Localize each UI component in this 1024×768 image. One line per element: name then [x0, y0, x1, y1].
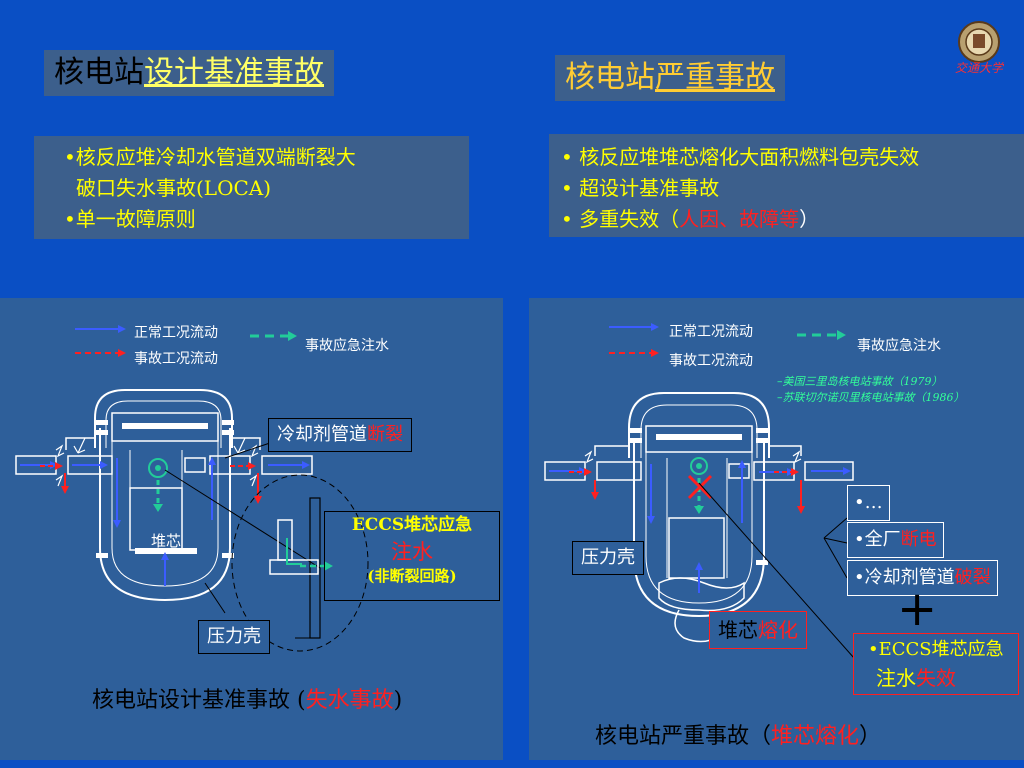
eccs-failure-item: •ECCS堆芯应急 注水失效 [853, 633, 1019, 695]
legend-emergency-arrow [797, 330, 846, 340]
left-title-underlined: 设计基准事故 [144, 55, 324, 90]
right-diagram-panel: 正常工况流动 事故工况流动 事故应急注水 –美国三里岛核电站事故（1979） –… [529, 298, 1024, 760]
left-reactor-schematic [15, 325, 369, 652]
right-reactor-schematic [544, 323, 855, 659]
left-bullet-2: •单一故障原则 [64, 207, 196, 231]
university-emblem-icon: 交通大学 [950, 18, 1008, 76]
legend-emergency-arrow [250, 331, 297, 341]
right-bullets: • 核反应堆堆芯熔化大面积燃料包壳失效 • 超设计基准事故 • 多重失效（人因、… [549, 134, 1024, 237]
pipe-rupture-item: •冷却剂管道破裂 [847, 560, 998, 596]
pipe-break-label: 冷却剂管道断裂 [268, 418, 412, 452]
legend-accident-arrow [609, 349, 659, 357]
left-caption: 核电站设计基准事故 (失水事故) [92, 688, 403, 713]
right-title-underlined: 严重事故 [655, 60, 775, 95]
left-title: 核电站设计基准事故 [44, 50, 334, 96]
right-caption: 核电站严重事故（堆芯熔化） [595, 724, 882, 749]
legend-emergency-label: 事故应急注水 [857, 338, 941, 354]
station-blackout-item: •全厂断电 [847, 522, 944, 558]
legend-normal-arrow [609, 323, 659, 331]
pressure-vessel-label: 压力壳 [198, 620, 270, 654]
core-label: 堆芯 [151, 532, 182, 550]
right-title: 核电站严重事故 [555, 55, 785, 101]
eccs-injection-box: ECCS堆芯应急 注水 (非断裂回路) [324, 511, 500, 601]
pressure-vessel-label: 压力壳 [572, 541, 644, 575]
legend-normal-label: 正常工况流动 [669, 324, 753, 340]
chernobyl-event-note: –苏联切尔诺贝里核电站事故（1986） [777, 391, 965, 404]
legend-normal-arrow [75, 325, 126, 333]
left-bullet-1-cont: 破口失水事故(LOCA) [76, 176, 272, 200]
svg-text:交通大学: 交通大学 [955, 61, 1005, 75]
left-bullet-1: •核反应堆冷却水管道双端断裂大 [64, 145, 356, 169]
core-melt-label: 堆芯熔化 [709, 611, 807, 649]
legend-normal-label: 正常工况流动 [134, 325, 218, 341]
legend-accident-arrow [75, 349, 126, 357]
left-title-prefix: 核电站 [54, 55, 144, 90]
right-bullet-1: • 核反应堆堆芯熔化大面积燃料包壳失效 [561, 145, 920, 169]
left-diagram-panel: 正常工况流动 事故工况流动 事故应急注水 冷却剂管道断裂 堆芯 压力壳 ECCS… [0, 298, 503, 760]
plus-sign: + [897, 581, 938, 637]
other-failures-item: •… [847, 485, 890, 521]
right-bullet-3: • 多重失效（人因、故障等） [561, 207, 820, 231]
left-bullets: •核反应堆冷却水管道双端断裂大 破口失水事故(LOCA) •单一故障原则 [34, 136, 469, 239]
right-bullet-2: • 超设计基准事故 [561, 176, 720, 200]
legend-accident-label: 事故工况流动 [669, 353, 753, 369]
legend-accident-label: 事故工况流动 [134, 351, 218, 367]
tmi-event-note: –美国三里岛核电站事故（1979） [777, 375, 943, 388]
legend-emergency-label: 事故应急注水 [305, 338, 389, 354]
right-title-prefix: 核电站 [565, 60, 655, 95]
